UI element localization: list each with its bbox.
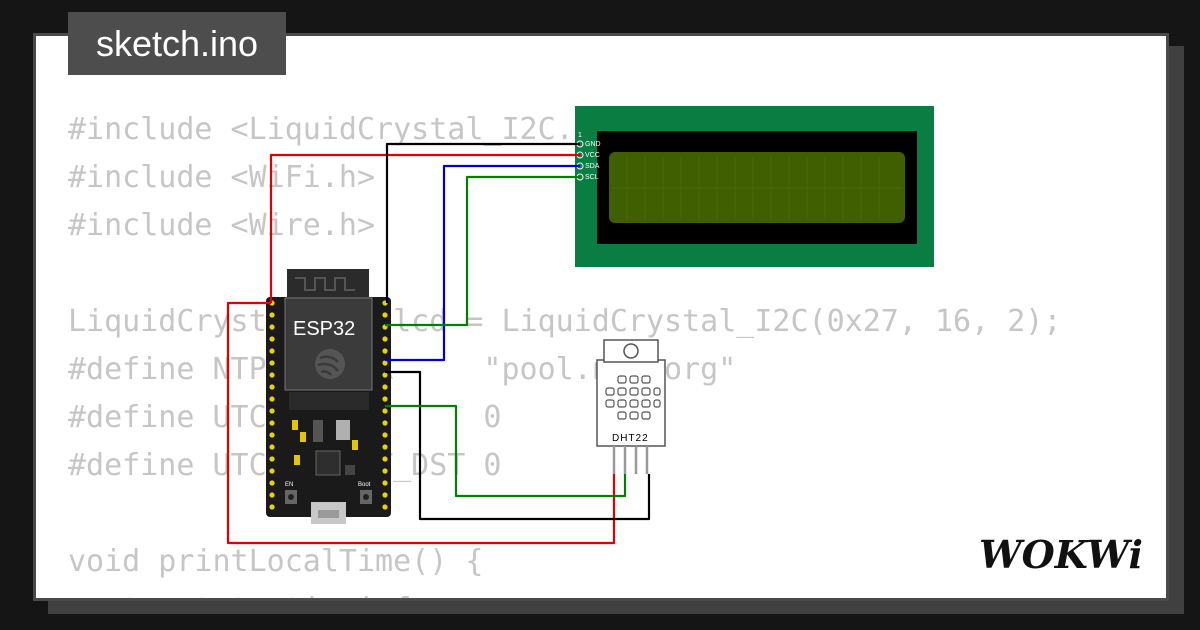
dht22-mount-hole — [623, 343, 639, 359]
wires — [226, 142, 651, 545]
code-line: struct tm timeinfo; — [68, 586, 1061, 598]
en-button-label: EN — [285, 482, 293, 488]
en-button-cap — [288, 494, 294, 500]
voltage-regulator — [336, 420, 350, 440]
smd-component — [300, 432, 306, 442]
usb-uart-chip — [315, 450, 341, 476]
esp32-board[interactable]: ESP32 EN Boot — [266, 269, 391, 524]
code-line: #include <Wire.h> — [68, 208, 376, 243]
lcd-screen-grid — [612, 156, 902, 219]
espressif-logo-icon — [315, 349, 345, 379]
wire-lcd-vcc[interactable] — [269, 153, 580, 303]
smd-component — [294, 455, 300, 465]
dht22-sensor[interactable]: DHT22 — [596, 339, 666, 474]
code-line: #include <WiFi.h> — [68, 160, 376, 195]
smd-component — [352, 440, 358, 450]
code-line: void printLocalTime() { — [68, 544, 484, 579]
esp32-label: ESP32 — [293, 318, 355, 340]
wire-lcd-sda[interactable] — [385, 164, 580, 362]
wire-lcd-scl[interactable] — [385, 175, 580, 327]
wokwi-logo-text: WOKWi — [979, 532, 1143, 577]
esp32-antenna — [287, 269, 369, 299]
code-line: LiquidCrystal_I2C lcd = LiquidCrystal_I2… — [68, 304, 1062, 339]
lcd-pin-one-label: 1 — [578, 132, 582, 139]
boot-button-cap — [363, 494, 369, 500]
smd-component — [292, 420, 298, 430]
esp32-right-pin-header — [382, 300, 388, 510]
capacitor — [313, 420, 323, 442]
micro-usb-socket — [318, 510, 339, 518]
lcd-pin-scl: SCL — [585, 174, 599, 181]
wire-dht-gnd[interactable] — [385, 370, 651, 521]
lcd-pin-vcc: VCC — [585, 152, 600, 159]
file-tab[interactable]: sketch.ino — [68, 12, 286, 75]
lcd-pin-gnd: GND — [585, 141, 601, 148]
antenna-trace — [295, 277, 355, 291]
lcd-module[interactable]: 1 GND VCC SDA SCL — [575, 106, 934, 267]
lcd-pin-sda: SDA — [585, 163, 600, 170]
dht22-vent-grid — [605, 375, 661, 420]
boot-button-label: Boot — [358, 482, 371, 488]
code-line: #include <LiquidCrystal_I2C.h> — [68, 112, 610, 147]
esp32-module-base — [289, 392, 369, 410]
wire-lcd-gnd[interactable] — [385, 142, 580, 303]
wokwi-logo: WOKWi — [979, 532, 1143, 577]
dht22-pins — [612, 446, 649, 474]
dht22-label: DHT22 — [612, 433, 649, 444]
smd-component — [345, 465, 355, 475]
wire-dht-data[interactable] — [385, 404, 627, 498]
